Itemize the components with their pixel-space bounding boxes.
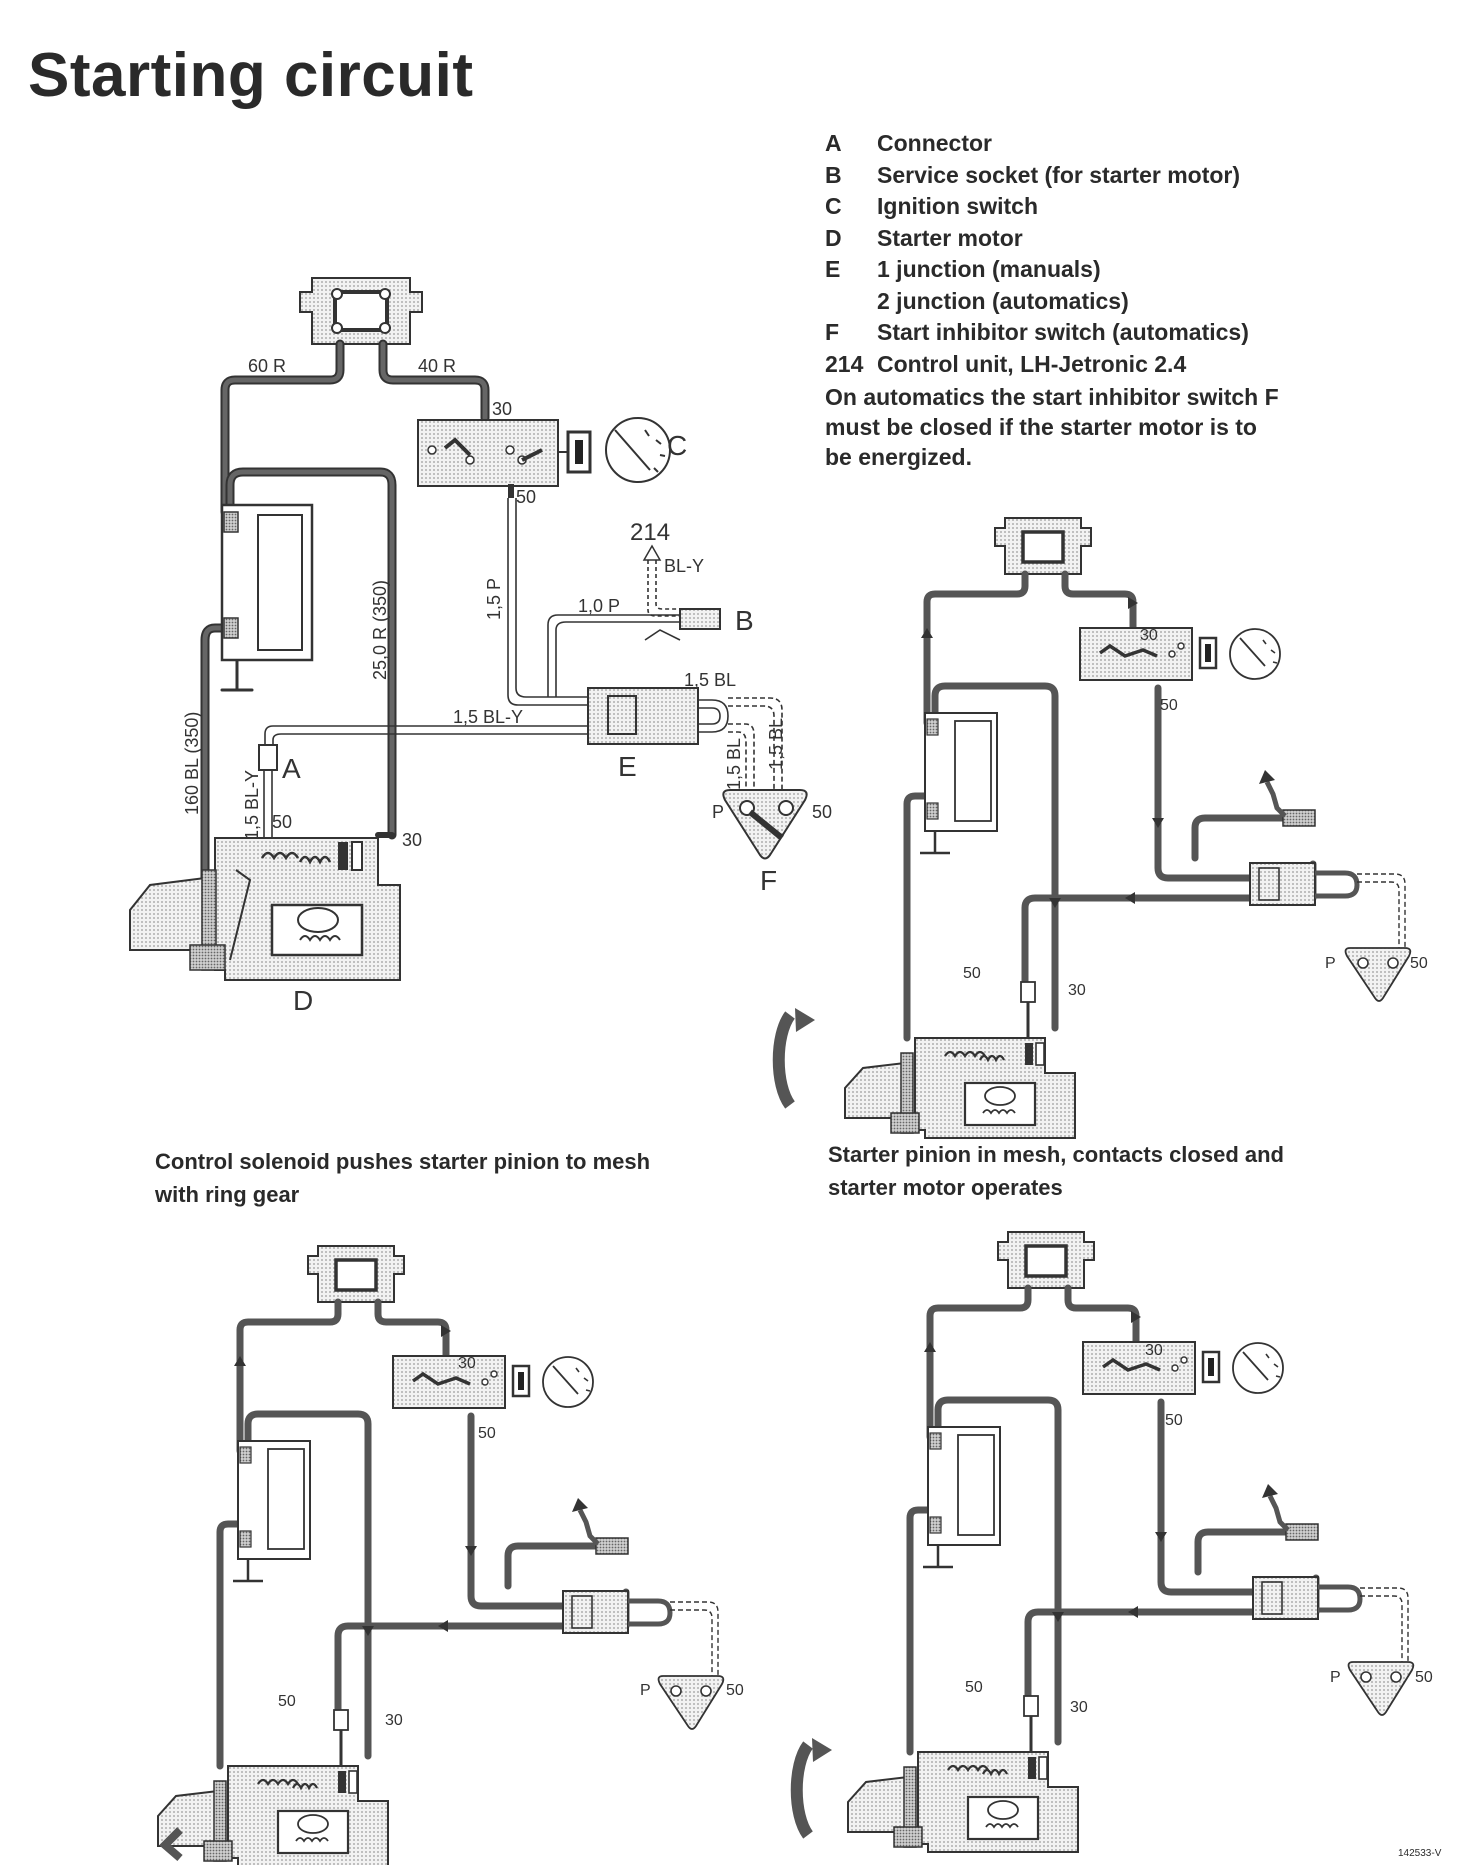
wire-label: 1,5 BL [684,670,736,690]
inhibitor-switch [722,789,808,860]
terminal-label: 50 [1160,697,1178,714]
terminal-label: 50 [726,1682,744,1699]
component-label-c: C [667,430,687,461]
terminal-label: P [1325,955,1336,972]
terminal-label: 50 [516,487,536,507]
connector-a [258,744,278,771]
legend-item: 2 junction (automatics) [877,287,1129,314]
component-label-a: A [282,753,301,784]
caption-solenoid: Control solenoid pushes starter pinion t… [155,1149,651,1207]
ignition-switch [417,417,671,498]
automatic-note: On automatics the start inhibitor switch… [825,384,1279,470]
terminal-label: 50 [278,1693,296,1710]
fuse-block [299,277,423,345]
terminal-label: 30 [1145,1342,1163,1359]
terminal-label: 50 [1415,1669,1433,1686]
component-label-e: E [618,751,637,782]
pinion-arrow-icon [159,1827,183,1862]
wire-label: 40 R [418,356,456,376]
service-socket [679,608,721,630]
diagram-solenoid-engaging: 30 50 50 30 P 50 [158,1246,744,1865]
terminal-label: 30 [1070,1699,1088,1716]
component-label-d: D [293,985,313,1016]
wire-label: BL-Y [664,556,704,576]
wire-label: 1,5 BL-Y [453,707,523,727]
terminal-label: 50 [272,812,292,832]
diagram-automatic-cranking: 30 50 50 30 P 50 [772,518,1428,1138]
terminal-label: 30 [385,1712,403,1729]
junction-e [587,687,729,745]
component-label-f: F [760,865,777,896]
rotation-arrow-head-icon [795,1008,815,1032]
page-title: Starting circuit [28,41,474,110]
wire-label: 1,5 BL [766,718,786,770]
rotation-arrow-icon [790,1741,814,1839]
terminal-label: P [640,1682,651,1699]
wire-label: 160 BL (350) [182,712,202,815]
diagram-motor-running: 30 50 50 30 P 50 [790,1232,1433,1852]
component-label-b: B [735,605,754,636]
wire-label: 25,0 R (350) [370,580,390,680]
terminal-label: 30 [458,1355,476,1372]
terminal-label: P [712,802,724,822]
main-diagram: 60 R 40 R 30 50 C 214 BL-Y 1,0 P B 1,5 P… [129,277,832,1016]
starter-motor [129,837,401,981]
terminal-label: 50 [965,1679,983,1696]
terminal-label: P [1330,1669,1341,1686]
terminal-label: 50 [963,965,981,982]
terminal-label: 30 [1068,982,1086,999]
wire-label: 1,5 BL [724,738,744,790]
terminal-label: 30 [492,399,512,419]
terminal-label: 50 [812,802,832,822]
wire-label: 1,5 P [484,578,504,620]
wire-label: 1,0 P [578,596,620,616]
control-unit-label: 214 [630,519,670,546]
terminal-label: 30 [1140,627,1158,644]
terminal-label: 50 [1410,955,1428,972]
rotation-arrow-head-icon [812,1738,832,1762]
wire-label: 60 R [248,356,286,376]
battery [220,503,314,662]
wire-label: 1,5 BL-Y [242,770,262,840]
rotation-arrow-icon [772,1011,796,1109]
terminal-label: 50 [478,1425,496,1442]
figure-reference: 142533-V [1398,1848,1442,1859]
terminal-label: 30 [402,830,422,850]
caption-pinion-mesh: Starter pinion in mesh, contacts closed … [828,1142,1284,1200]
terminal-label: 50 [1165,1412,1183,1429]
